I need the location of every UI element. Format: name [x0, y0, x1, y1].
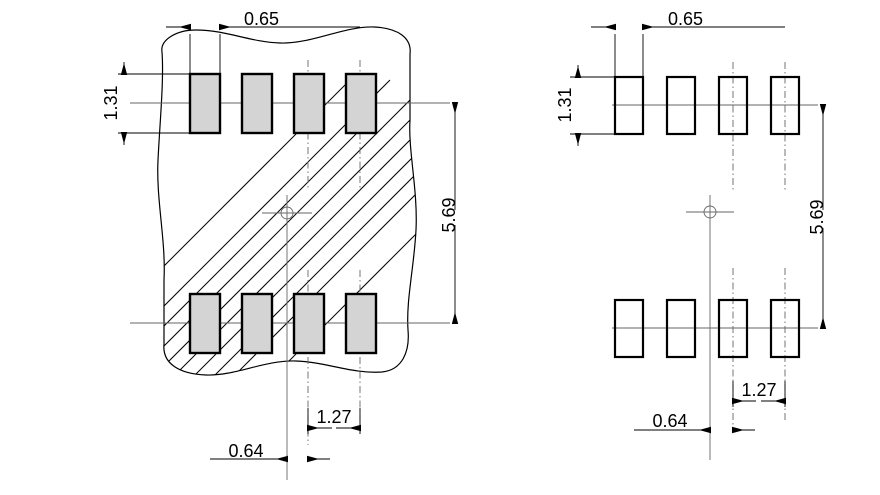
body-hatching	[157, 79, 417, 376]
right-dim-pitch: 1.27	[732, 380, 786, 407]
dim-label-pad-width: 0.65	[668, 9, 703, 29]
dim-label-pad-height: 1.31	[555, 87, 575, 122]
right-dim-pad-width: 0.65	[591, 9, 785, 80]
pad	[769, 298, 801, 359]
left-dim-pad-height: 1.31	[101, 62, 196, 145]
dim-label-pad-width: 0.65	[244, 9, 279, 29]
left-view-group: 0.65 1.31 5.69 1.27	[101, 9, 459, 480]
left-dim-pitch: 1.27	[307, 407, 361, 434]
pad	[344, 292, 378, 355]
pad	[292, 292, 326, 355]
pad	[240, 292, 274, 355]
right-dim-center-offset: 0.64	[634, 411, 755, 434]
pad	[240, 72, 274, 135]
dim-label-row-span: 5.69	[439, 197, 459, 232]
dim-label-pad-height: 1.31	[101, 85, 121, 120]
right-bottom-pad-row	[613, 298, 801, 359]
dim-label-center-offset: 0.64	[228, 441, 263, 461]
pad	[292, 72, 326, 135]
dim-label-center-offset: 0.64	[652, 411, 687, 431]
right-view-group: 0.65 1.31 5.69 1.27	[555, 9, 827, 460]
left-dim-row-span: 5.69	[439, 102, 459, 324]
pad	[188, 72, 222, 135]
pad	[717, 75, 749, 136]
pad	[613, 298, 645, 359]
left-bottom-pad-row	[188, 292, 378, 355]
left-dim-center-offset: 0.64	[210, 441, 330, 463]
pad	[188, 292, 222, 355]
right-dim-pad-height: 1.31	[555, 65, 620, 146]
dim-label-pitch: 1.27	[741, 380, 776, 400]
dim-label-pitch: 1.27	[316, 407, 351, 427]
right-top-pad-row	[613, 75, 801, 136]
package-body-outline	[157, 26, 417, 376]
pad	[717, 298, 749, 359]
dim-label-row-span: 5.69	[807, 199, 827, 234]
right-dim-row-span: 5.69	[807, 104, 827, 329]
pad	[665, 75, 697, 136]
pad	[613, 75, 645, 136]
left-dim-pad-width: 0.65	[166, 9, 360, 78]
pad	[665, 298, 697, 359]
left-view-center-lines	[130, 60, 450, 480]
left-top-pad-row	[188, 72, 378, 135]
pad	[769, 75, 801, 136]
pad	[344, 72, 378, 135]
